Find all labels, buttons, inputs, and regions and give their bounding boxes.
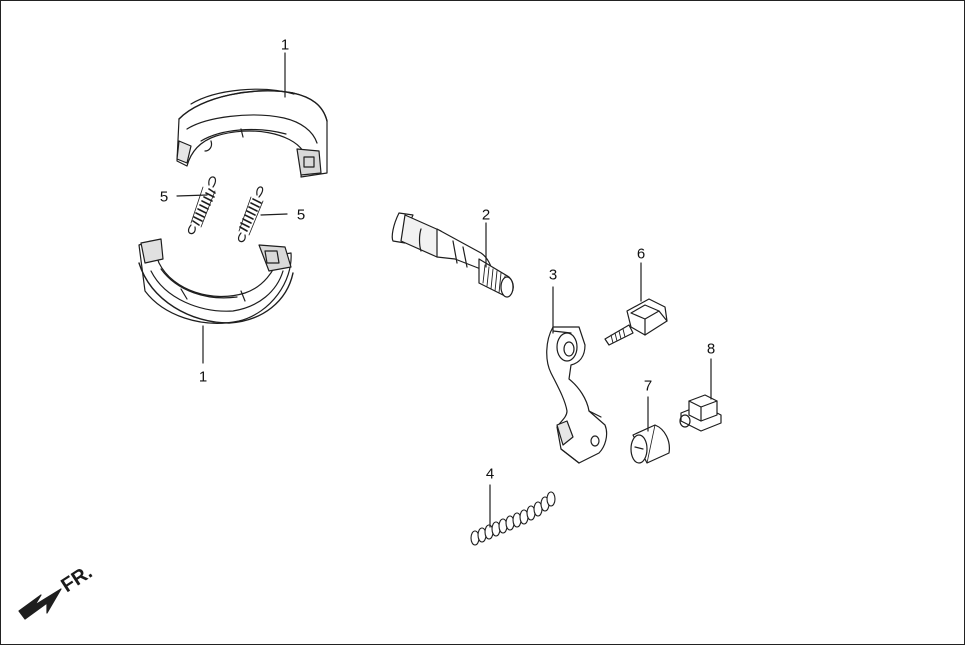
callout-5-left: 5 [159, 188, 169, 206]
return-spring [470, 491, 556, 546]
callout-6: 6 [636, 245, 646, 263]
brake-shoe-upper [176, 88, 328, 178]
brake-shoe-lower [138, 238, 294, 324]
arrow-down-left-icon [18, 588, 62, 620]
pin [630, 424, 670, 464]
callout-3: 3 [548, 266, 558, 284]
spring-right [237, 186, 264, 243]
callout-8: 8 [706, 340, 716, 358]
leader-5a [176, 194, 208, 197]
nut [679, 394, 722, 432]
callout-7: 7 [643, 377, 653, 395]
bolt [604, 298, 668, 346]
callout-2: 2 [481, 206, 491, 224]
callout-1-lower: 1 [198, 368, 208, 386]
callout-5-right: 5 [296, 206, 306, 224]
brake-arm [546, 326, 608, 464]
callout-1-upper: 1 [280, 36, 290, 54]
brake-cam [391, 212, 514, 298]
callout-4: 4 [485, 465, 495, 483]
leader-5b [260, 213, 288, 216]
spring-left [187, 176, 217, 235]
